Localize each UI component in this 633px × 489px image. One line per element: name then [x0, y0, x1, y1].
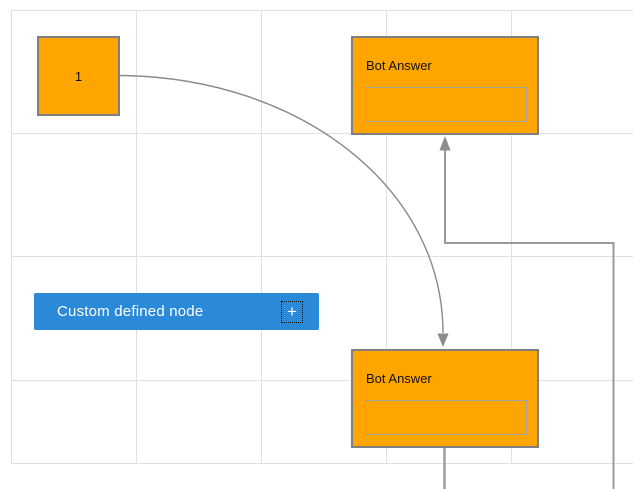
arrowhead-down-icon — [437, 333, 449, 347]
node-1-label: 1 — [74, 68, 83, 84]
connector-orthogonal-top[interactable] — [439, 136, 615, 489]
connector-curve[interactable] — [119, 74, 449, 348]
answer-input-box[interactable] — [365, 87, 527, 122]
bot-answer-label: Bot Answer — [366, 371, 432, 386]
bot-answer-node-bottom[interactable]: Bot Answer — [351, 349, 539, 448]
custom-defined-node-label: Custom defined node — [57, 303, 204, 320]
custom-defined-node-button[interactable]: Custom defined node + — [34, 293, 319, 330]
arrowhead-up-icon — [439, 136, 451, 151]
bot-answer-node-top[interactable]: Bot Answer — [351, 36, 539, 135]
bot-answer-label: Bot Answer — [366, 58, 432, 73]
node-1[interactable]: 1 — [37, 36, 120, 116]
add-icon[interactable]: + — [281, 300, 303, 323]
answer-input-box[interactable] — [365, 400, 527, 435]
